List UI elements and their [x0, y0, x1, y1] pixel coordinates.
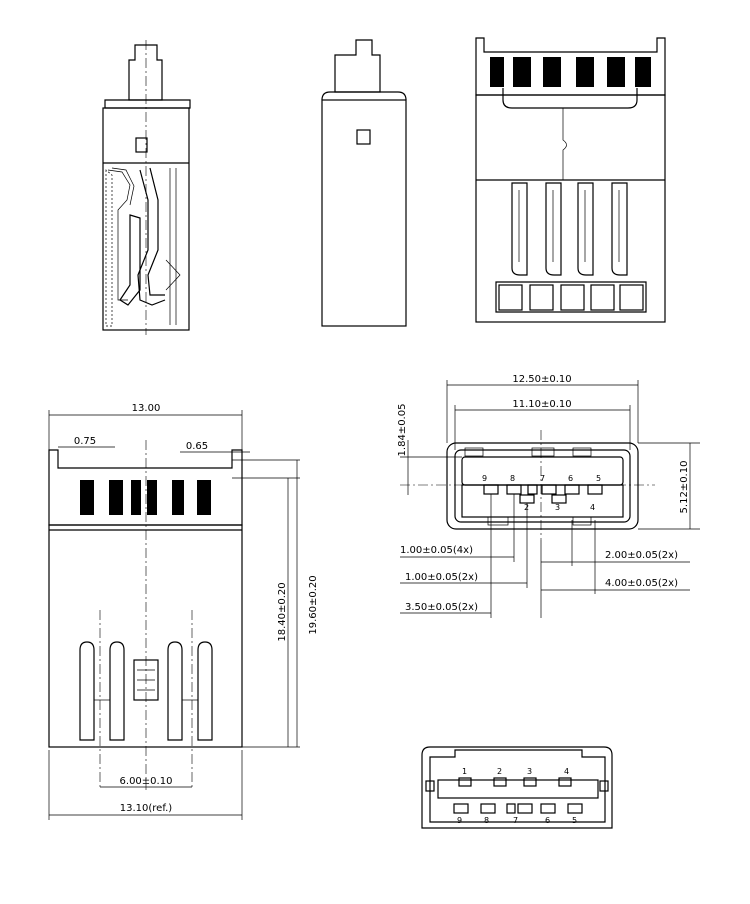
rear-pin-9: 9 — [457, 816, 462, 825]
front-pin-4: 4 — [590, 503, 595, 512]
front-pin-7: 7 — [540, 474, 545, 483]
rear-pin-6: 6 — [545, 816, 550, 825]
latch-spacing-label: 6.00±0.10 — [120, 776, 173, 787]
pitch-4-2x-label: 4.00±0.05(2x) — [605, 578, 678, 589]
front-pin-9: 9 — [482, 474, 487, 483]
dimension-lines — [48, 410, 300, 820]
left-offset-label: 0.75 — [74, 436, 96, 447]
front-pin-2: 2 — [524, 503, 529, 512]
body-width-ref-label: 13.10(ref.) — [120, 803, 173, 814]
top-view-contact-bars — [490, 57, 651, 87]
front-pin-8: 8 — [510, 474, 515, 483]
front-pin-5: 5 — [596, 474, 601, 483]
rear-pin-2: 2 — [497, 767, 502, 776]
dimensioned-top-view: 13.00 0.75 0.65 18.40±0.20 19.60±0.20 6.… — [48, 403, 319, 820]
front-face-view: 9 8 7 6 5 2 3 4 — [397, 374, 700, 618]
overall-width-label: 13.00 — [132, 403, 161, 414]
rear-pin-4: 4 — [564, 767, 569, 776]
front-face-dimension-lines — [400, 380, 700, 618]
face-height-label: 5.12±0.10 — [679, 461, 690, 514]
rear-pin-3: 3 — [527, 767, 532, 776]
front-pin-3: 3 — [555, 503, 560, 512]
right-offset-label: 0.65 — [186, 441, 208, 452]
face-inner-width-label: 11.10±0.10 — [512, 399, 571, 410]
dimensioned-view-contact-bars — [80, 480, 211, 515]
rear-pin-7: 7 — [513, 816, 518, 825]
top-view — [475, 37, 666, 323]
pitch-1-4x-label: 1.00±0.05(4x) — [400, 545, 473, 556]
inner-height-label: 18.40±0.20 — [277, 582, 288, 641]
pitch-3-5-label: 3.50±0.05(2x) — [405, 602, 478, 613]
rear-face-view: 1 2 3 4 9 8 7 6 5 — [421, 746, 613, 829]
face-outer-width-label: 12.50±0.10 — [512, 374, 571, 385]
side-section-view — [102, 40, 191, 335]
rear-pin-1: 1 — [462, 767, 467, 776]
overall-height-label: 19.60±0.20 — [308, 575, 319, 634]
side-exterior-view — [321, 39, 407, 327]
rear-pin-8: 8 — [484, 816, 489, 825]
tongue-offset-label: 1.84±0.05 — [397, 404, 408, 457]
pitch-1-2x-label: 1.00±0.05(2x) — [405, 572, 478, 583]
front-pin-6: 6 — [568, 474, 573, 483]
rear-pin-5: 5 — [572, 816, 577, 825]
pitch-2-2x-label: 2.00±0.05(2x) — [605, 550, 678, 561]
